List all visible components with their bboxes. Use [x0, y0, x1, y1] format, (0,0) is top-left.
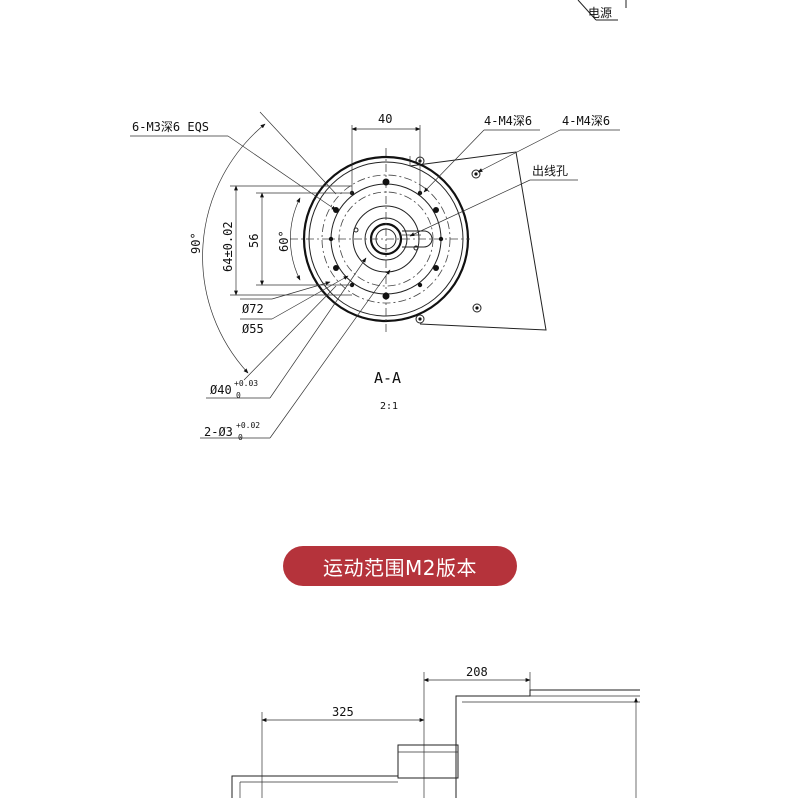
- dim-56: 56: [247, 192, 352, 286]
- bracket-screw: [415, 156, 482, 324]
- dia-40: Ø40 +0.03 0: [206, 257, 367, 400]
- dia-40-label: Ø40: [210, 383, 232, 397]
- callout-outlet: 出线孔: [409, 164, 578, 237]
- callout-outlet-label: 出线孔: [532, 164, 568, 178]
- arm-lower-body: [231, 775, 398, 798]
- callout-4m4-a: 4-M4深6: [423, 114, 540, 193]
- pin-holes: [353, 227, 419, 251]
- power-note: 电源: [577, 0, 627, 21]
- dia-72: Ø72: [240, 281, 331, 316]
- power-note-label: 电源: [588, 6, 612, 20]
- dim-208-label: 208: [466, 665, 488, 679]
- motion-range-banner: 运动范围M2版本: [283, 546, 517, 586]
- section-title: A-A: [374, 369, 401, 387]
- dim-56-label: 56: [247, 234, 261, 248]
- bracket-outline: [409, 151, 547, 331]
- dia-40-tol-lower: 0: [236, 391, 241, 400]
- dim-64-label: 64±0.02: [221, 221, 235, 272]
- angle-60: 60°: [277, 197, 301, 281]
- callout-6m3-label: 6-M3深6 EQS: [132, 120, 209, 134]
- dim-325-label: 325: [332, 705, 354, 719]
- dia-55-label: Ø55: [242, 322, 264, 336]
- callout-4m4-b-label: 4-M4深6: [562, 114, 610, 128]
- hole-2x3-tol-upper: +0.02: [236, 421, 260, 430]
- hole-2x3: 2-Ø3 +0.02 0: [200, 269, 391, 442]
- callout-4m4-a-label: 4-M4深6: [484, 114, 532, 128]
- m3-holes: [328, 178, 444, 300]
- hole-2x3-label: 2-Ø3: [204, 425, 233, 439]
- callout-4m4-b: 4-M4深6: [477, 114, 620, 173]
- callout-6m3: 6-M3深6 EQS: [130, 120, 337, 211]
- arm-joint: [397, 744, 459, 779]
- angle-90-label: 90°: [189, 232, 203, 254]
- dia-40-tol-upper: +0.03: [234, 379, 258, 388]
- hole-2x3-tol-lower: 0: [238, 433, 243, 442]
- section-scale: 2:1: [380, 401, 398, 412]
- dia-72-label: Ø72: [242, 302, 264, 316]
- angle-60-label: 60°: [277, 230, 291, 252]
- dim-40: 40: [351, 112, 421, 195]
- bottom-view: 208 325: [231, 665, 640, 798]
- section-view-a-a: 40 6-M3深6 EQS 4-M4深6 4-M4深6 出线孔: [130, 111, 620, 442]
- dim-40-label: 40: [378, 112, 392, 126]
- dim-64: 64±0.02: [221, 185, 352, 296]
- dia-55: Ø55: [240, 275, 349, 336]
- arm-upper-body: [455, 689, 640, 798]
- angle-90: 90°: [189, 111, 337, 381]
